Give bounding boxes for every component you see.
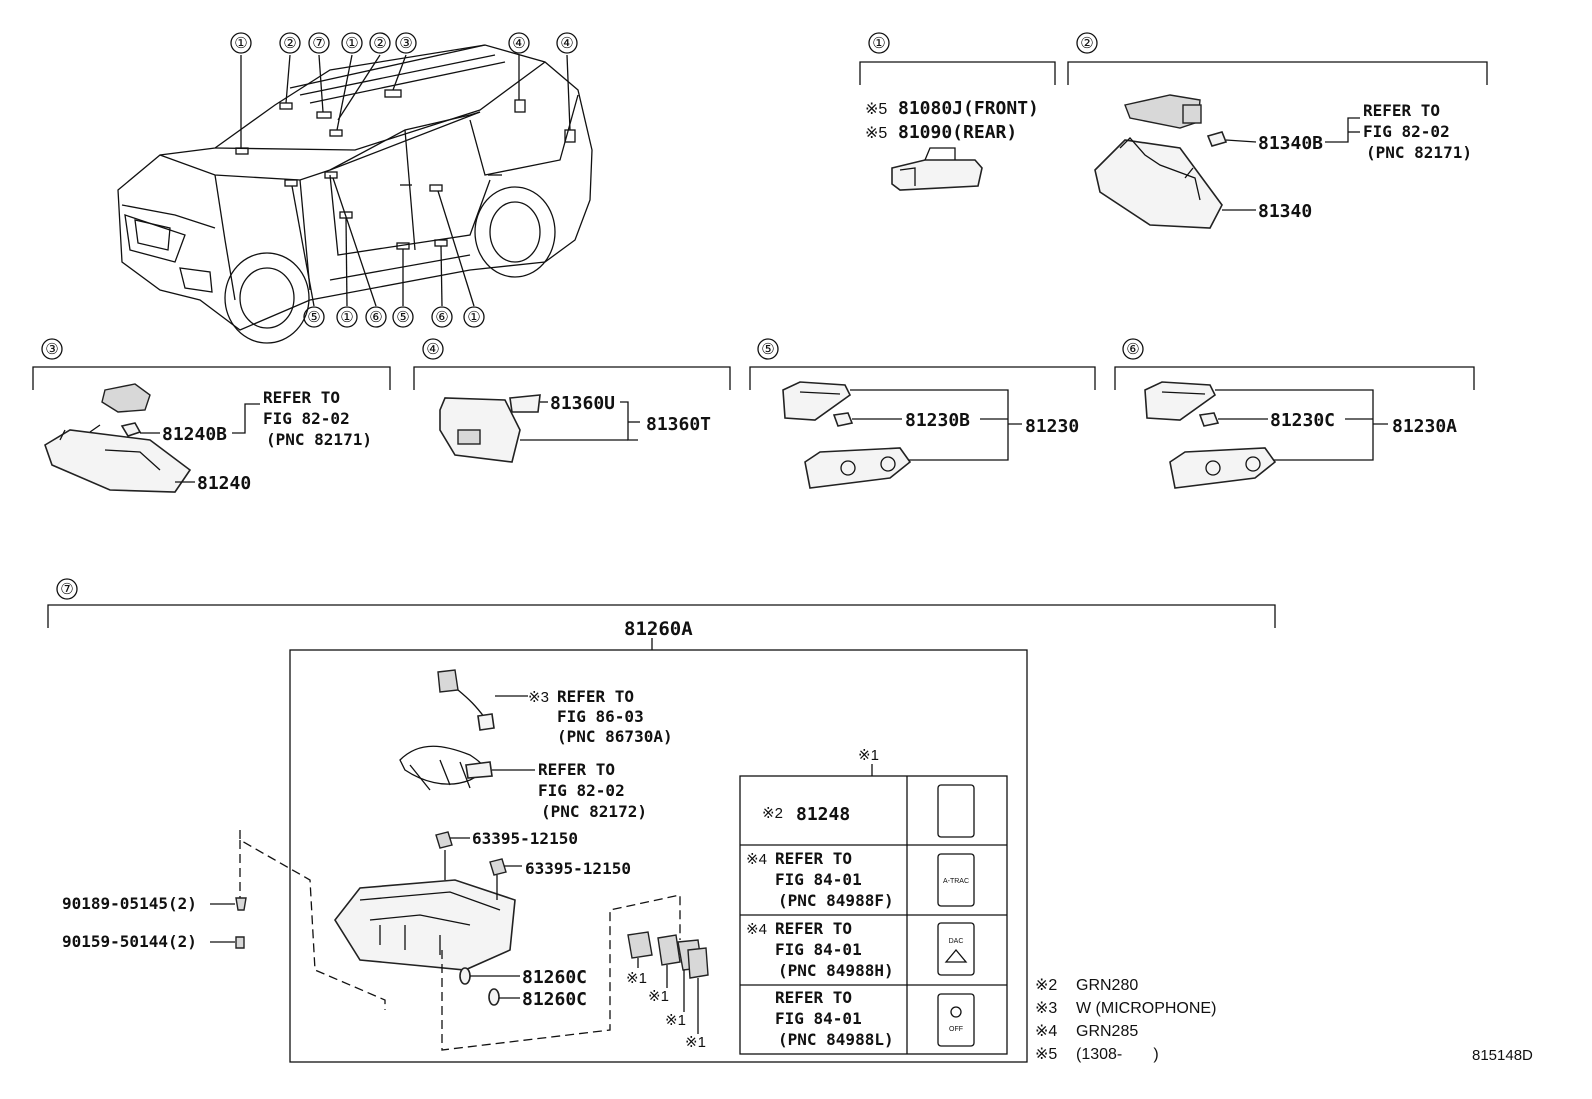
svg-text:①: ① [340,309,353,326]
group-2-map-lamp: ② 81340B REFER TO FIG 82-02 (PNC 82171) … [1067,32,1488,229]
svg-text:FIG 84-01: FIG 84-01 [775,940,862,959]
svg-text:81260A: 81260A [624,618,693,640]
svg-text:※5: ※5 [1035,1046,1057,1063]
svg-text:※4: ※4 [1035,1023,1057,1040]
svg-text:A-TRAC: A-TRAC [943,878,969,885]
svg-text:90159-50144(2): 90159-50144(2) [62,932,197,951]
svg-text:(PNC 84988F): (PNC 84988F) [778,891,894,910]
group-5-door-lamp: ⑤ 81230B 81230 [749,338,1096,489]
svg-text:81248: 81248 [796,804,850,825]
svg-text:⑤: ⑤ [396,309,409,326]
svg-text:81360U: 81360U [550,393,615,414]
svg-text:※5: ※5 [865,125,887,142]
svg-text:81340: 81340 [1258,201,1312,222]
svg-text:①: ① [467,309,480,326]
svg-text:①: ① [345,35,358,52]
svg-text:REFER TO: REFER TO [538,760,615,779]
svg-text:81230: 81230 [1025,416,1079,437]
svg-text:⑥: ⑥ [435,309,448,326]
svg-text:※5: ※5 [865,101,887,118]
svg-text:※1: ※1 [665,1012,686,1029]
svg-text:(PNC 84988H): (PNC 84988H) [778,961,894,980]
svg-text:FIG 82-02: FIG 82-02 [538,781,625,800]
svg-text:63395-12150: 63395-12150 [525,859,631,878]
vehicle-callouts-bottom: ⑤ ① ⑥ ⑤ ⑥ ① [303,306,485,328]
svg-text:FIG 82-02: FIG 82-02 [263,409,350,428]
svg-text:(PNC 86730A): (PNC 86730A) [557,727,673,746]
svg-text:※3: ※3 [1035,1000,1057,1017]
svg-text:※1: ※1 [648,988,669,1005]
svg-text:FIG 82-02: FIG 82-02 [1363,122,1450,141]
svg-text:③: ③ [45,341,58,358]
svg-text:※1: ※1 [858,747,879,764]
svg-text:※2: ※2 [762,805,783,822]
svg-text:REFER TO: REFER TO [557,687,634,706]
footnote-legend: ※2 GRN280 ※3 W (MICROPHONE) ※4 GRN285 ※5… [1035,977,1216,1063]
svg-text:※1: ※1 [626,970,647,987]
svg-text:①: ① [234,35,247,52]
svg-text:REFER TO: REFER TO [775,849,852,868]
svg-text:(PNC 84988L): (PNC 84988L) [778,1030,894,1049]
svg-text:※1: ※1 [685,1034,706,1051]
svg-text:REFER TO: REFER TO [1363,101,1440,120]
svg-text:※2: ※2 [1035,977,1057,994]
vehicle-callouts-top: ① ② ⑦ ① ② ③ ④ ④ [230,32,578,54]
svg-text:OFF: OFF [949,1026,963,1033]
svg-text:GRN285: GRN285 [1076,1023,1138,1040]
svg-text:⑤: ⑤ [761,341,774,358]
svg-text:⑦: ⑦ [312,35,325,52]
svg-text:81090(REAR): 81090(REAR) [898,122,1017,143]
group-7-overhead-console: ⑦ 81260A ※3 REFER TO FIG 86-03 (PNC 8673… [47,578,1276,1063]
svg-text:④: ④ [560,35,573,52]
svg-text:③: ③ [399,35,412,52]
svg-text:⑦: ⑦ [60,581,73,598]
svg-text:90189-05145(2): 90189-05145(2) [62,894,197,913]
svg-text:④: ④ [426,341,439,358]
svg-text:GRN280: GRN280 [1076,977,1138,994]
svg-text:81240: 81240 [197,473,251,494]
svg-text:※4: ※4 [746,851,767,868]
svg-text:※4: ※4 [746,921,767,938]
svg-text:②: ② [1080,35,1093,52]
svg-text:FIG 84-01: FIG 84-01 [775,870,862,889]
svg-text:⑥: ⑥ [369,309,382,326]
svg-text:④: ④ [512,35,525,52]
svg-text:81230A: 81230A [1392,416,1457,437]
svg-text:(1308- ): (1308- ) [1076,1046,1159,1063]
svg-text:REFER TO: REFER TO [775,988,852,1007]
group-4-cargo-lamp: ④ 81360U 81360T [413,338,731,463]
svg-text:②: ② [283,35,296,52]
svg-text:②: ② [373,35,386,52]
svg-text:REFER TO: REFER TO [263,388,340,407]
svg-text:(PNC 82171): (PNC 82171) [266,430,372,449]
svg-text:(PNC 82171): (PNC 82171) [1366,143,1472,162]
svg-text:81080J(FRONT): 81080J(FRONT) [898,98,1039,119]
svg-text:81230C: 81230C [1270,410,1335,431]
svg-text:81260C: 81260C [522,967,587,988]
svg-text:FIG 86-03: FIG 86-03 [557,707,644,726]
group-1-courtesy-lamp: ① ※5 81080J(FRONT) ※5 81090(REAR) [859,32,1056,191]
svg-text:63395-12150: 63395-12150 [472,829,578,848]
svg-text:REFER TO: REFER TO [775,919,852,938]
svg-text:DAC: DAC [949,938,964,945]
group-3-room-lamp: ③ 81240B REFER TO FIG 82-02 (PNC 82171) … [32,338,391,494]
group-6-door-lamp: ⑥ 81230C 81230A [1114,338,1475,489]
diagram-id: 815148D [1472,1047,1533,1064]
svg-text:81340B: 81340B [1258,133,1323,154]
svg-text:①: ① [872,35,885,52]
svg-text:⑤: ⑤ [307,309,320,326]
svg-text:W (MICROPHONE): W (MICROPHONE) [1076,1000,1216,1017]
svg-text:⑥: ⑥ [1126,341,1139,358]
vehicle-illustration [117,44,593,344]
svg-text:81360T: 81360T [646,414,711,435]
svg-text:81230B: 81230B [905,410,970,431]
svg-text:※3: ※3 [528,689,549,706]
svg-text:81260C: 81260C [522,989,587,1010]
svg-text:FIG 84-01: FIG 84-01 [775,1009,862,1028]
svg-text:81240B: 81240B [162,424,227,445]
svg-text:(PNC 82172): (PNC 82172) [541,802,647,821]
